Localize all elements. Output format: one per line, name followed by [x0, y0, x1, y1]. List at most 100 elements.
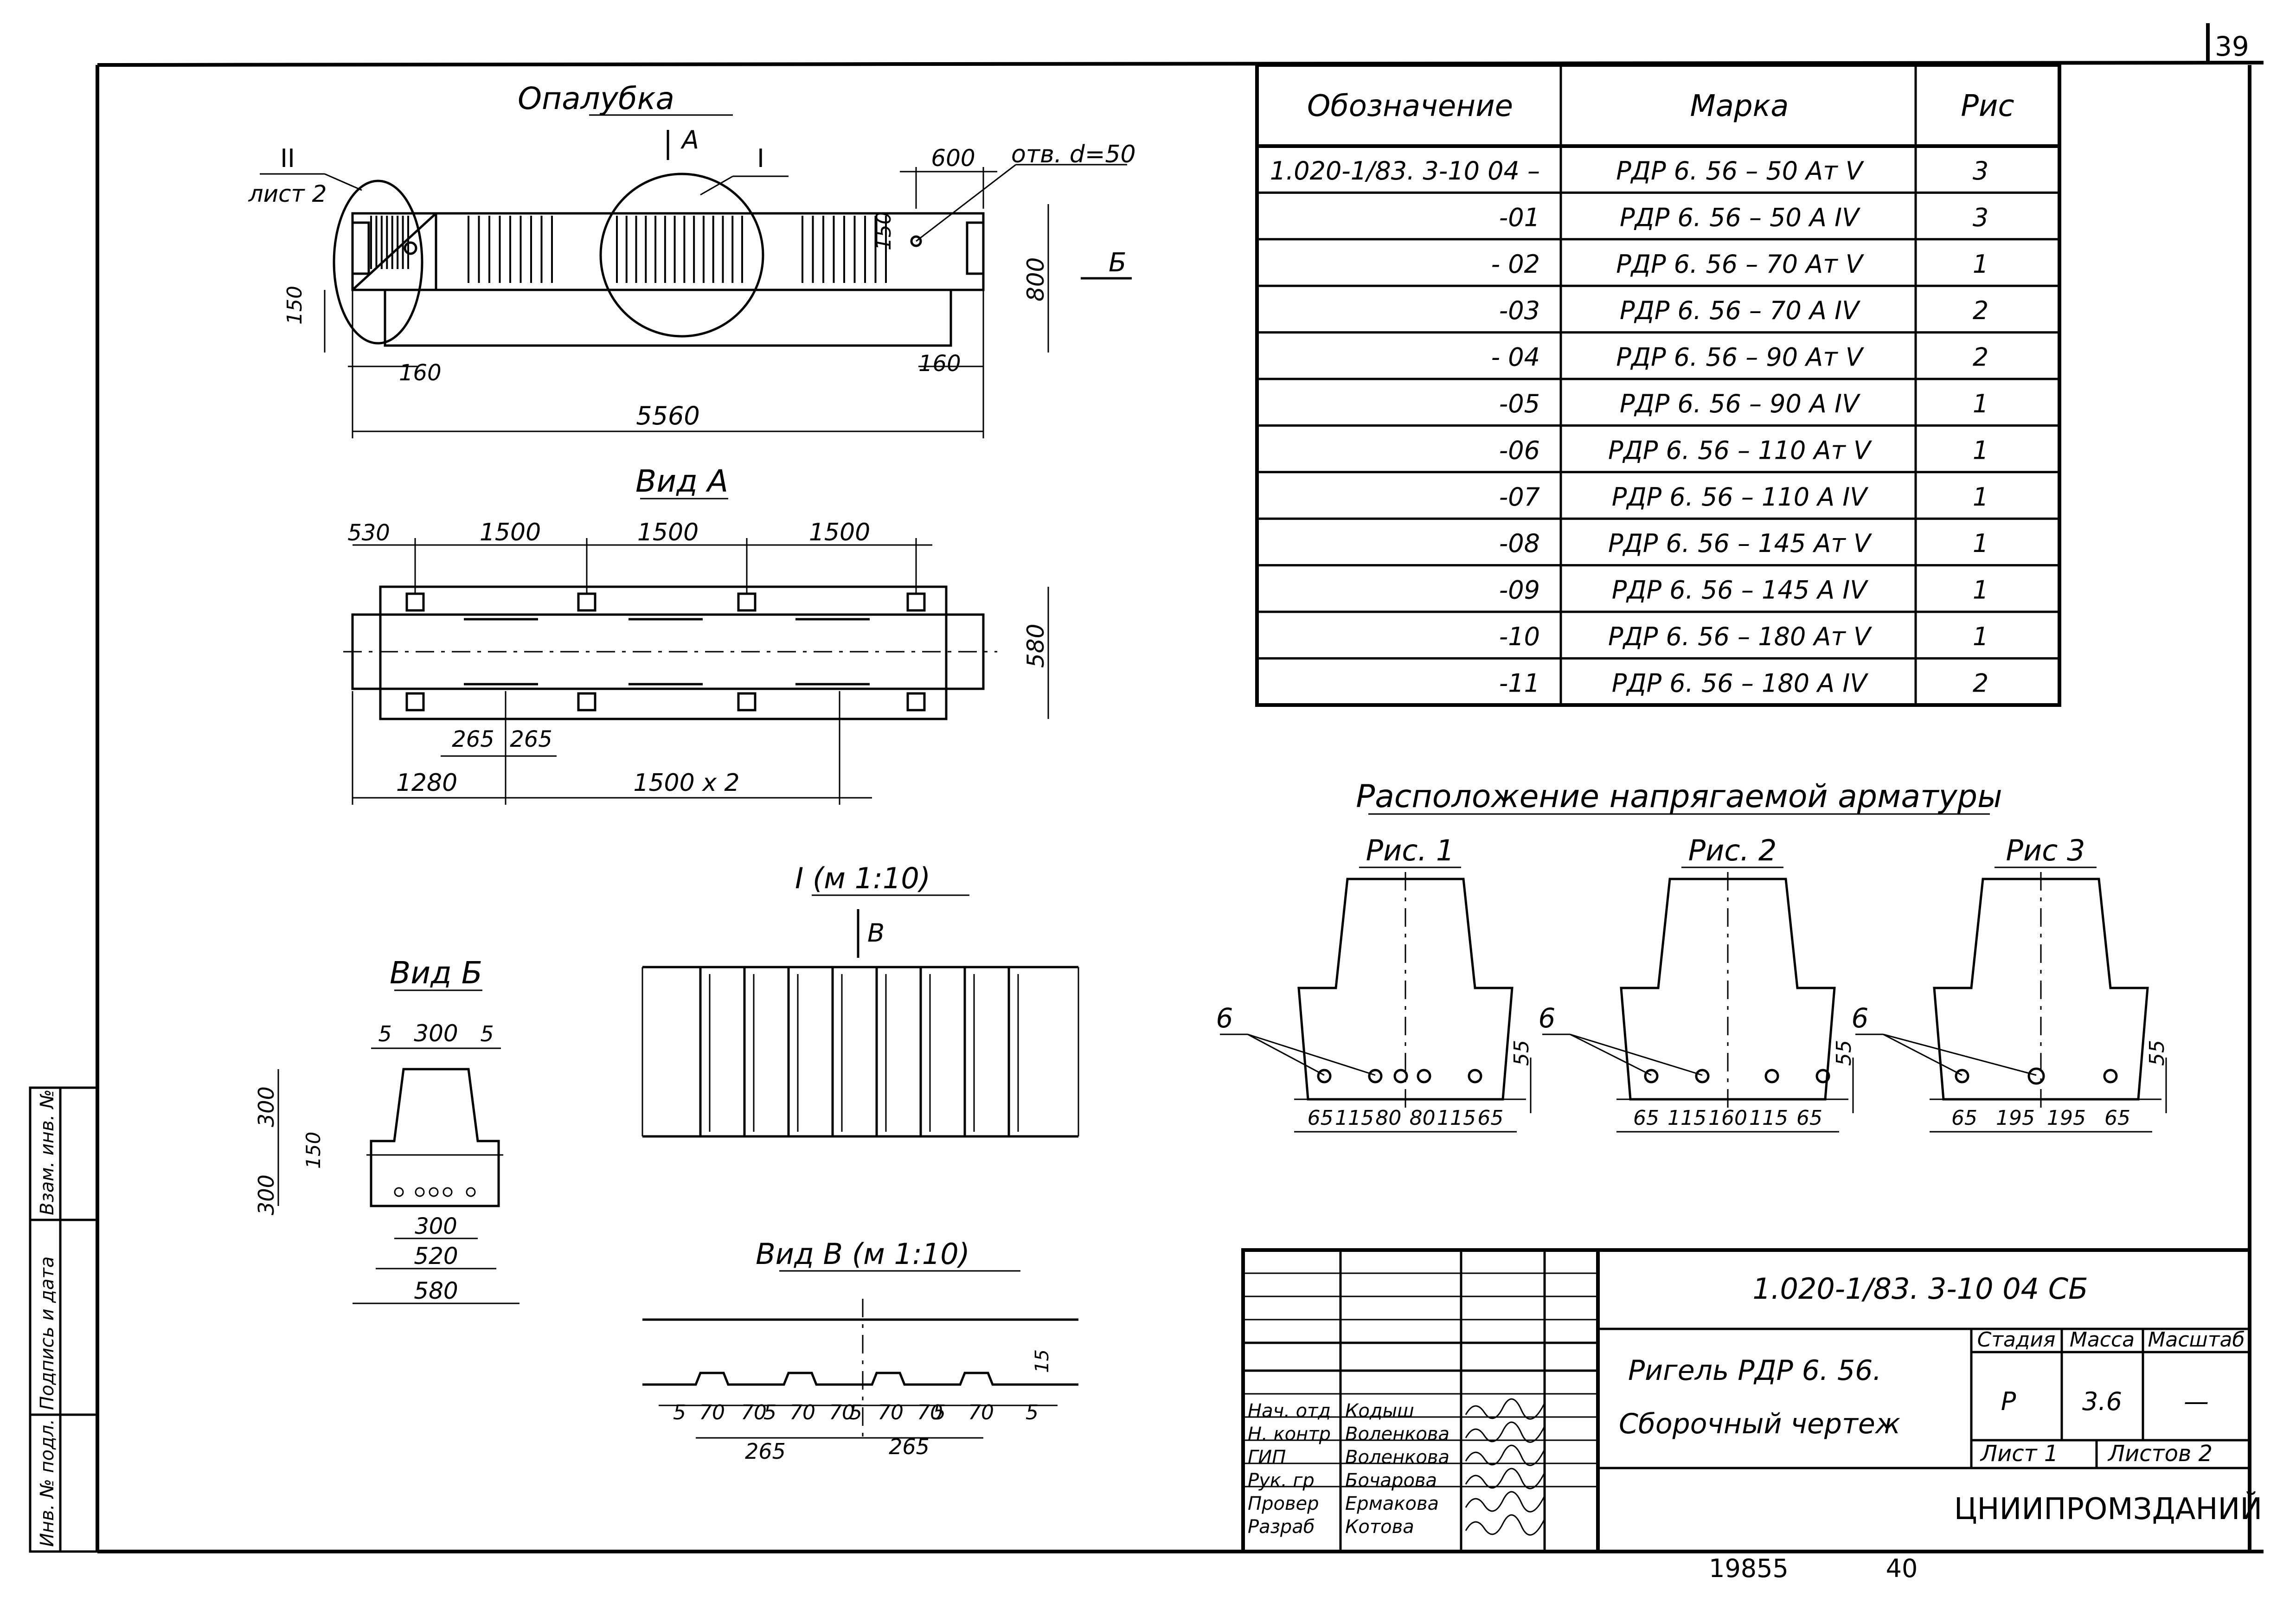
dim-600: 600	[931, 145, 975, 172]
rebar-layout: Расположение напрягаемой арматуры Рис. 1…	[1216, 778, 2169, 1133]
tendon	[1317, 1069, 1332, 1084]
rebar-spacing-dim: 115	[1667, 1106, 1706, 1130]
spec-row-fig: 3	[1973, 156, 1988, 186]
rebar-spacing-dim: 115	[1335, 1106, 1374, 1130]
spec-row-fig: 1	[1973, 622, 1988, 651]
spec-row-mark: РДР 6. 56 – 110 А IV	[1612, 482, 1869, 512]
tb-mass: 3.6	[2082, 1387, 2122, 1416]
dim-150-top: 150	[872, 212, 896, 250]
lifting-loop-top	[737, 592, 757, 612]
detail-I-title: I (м 1:10)	[795, 861, 930, 895]
dim-v-5: 5	[1026, 1401, 1039, 1424]
lifting-loop-bottom	[577, 692, 596, 712]
formwork-title: Опалубка	[518, 81, 674, 116]
dim-b-300-upper: 300	[254, 1086, 279, 1127]
rebar-spacing-dim: 65	[1796, 1106, 1822, 1130]
callout-I: I	[757, 144, 764, 173]
dim-1500-2: 1500	[637, 519, 699, 546]
rebar-fig-label: Рис. 1	[1366, 834, 1455, 867]
spec-row-designation: -03	[1499, 296, 1540, 325]
spec-table: Обозначение Марка Рис 1.020-1/83. 3-10 0…	[1255, 63, 2061, 707]
dim-v-15: 15	[1032, 1349, 1053, 1373]
dim-v-70: 70	[829, 1401, 855, 1424]
dim-5560: 5560	[636, 401, 699, 430]
footer-left: 19855	[1709, 1554, 1789, 1583]
view-a-title: Вид А	[635, 463, 728, 499]
callout-sheet-2: лист 2	[248, 180, 327, 207]
spec-row-designation: -05	[1499, 389, 1540, 418]
rebar-spacing-dim: 80	[1375, 1106, 1401, 1130]
dim-v-70: 70	[968, 1401, 994, 1424]
tendon	[1468, 1069, 1482, 1084]
signature	[1465, 1444, 1546, 1466]
lifting-loop-bottom	[906, 692, 926, 712]
tendon	[1815, 1069, 1830, 1084]
rebar-spacing-dim: 65	[2104, 1106, 2130, 1130]
tendon	[1955, 1069, 1969, 1084]
spec-row-mark: РДР 6. 56 – 110 Ат V	[1608, 436, 1873, 465]
dim-b-300-lower: 300	[254, 1174, 279, 1215]
dim-265-2: 265	[510, 726, 552, 752]
spec-row-mark: РДР 6. 56 – 70 Ат V	[1616, 250, 1865, 279]
sheet-number: 39	[2215, 31, 2249, 62]
tb-name: Воленкова	[1345, 1447, 1449, 1468]
dim-1500-1: 1500	[480, 519, 541, 546]
tb-role: Разраб	[1248, 1516, 1315, 1538]
view-a: Вид А 530 1500 1500 1500 580 265 265 128…	[343, 463, 1049, 805]
tb-role: Рук. гр	[1248, 1470, 1315, 1491]
dim-b-300-bottom: 300	[415, 1213, 457, 1239]
section-mark-B: Б	[1109, 248, 1126, 278]
tb-role: Нач. отд	[1248, 1400, 1331, 1422]
tb-stage-header: Стадия	[1977, 1328, 2056, 1352]
rebar-spacing-dim: 115	[1437, 1106, 1476, 1130]
tb-scale: —	[2184, 1387, 2209, 1416]
dim-b-150: 150	[302, 1132, 325, 1169]
tb-sheets: Листов 2	[2107, 1441, 2213, 1467]
tb-role: Н. контр	[1248, 1424, 1331, 1445]
tendon	[1644, 1069, 1659, 1084]
dim-580: 580	[1022, 624, 1049, 668]
tendon	[2103, 1069, 2118, 1084]
rebar-height-dim: 55	[2145, 1040, 2169, 1066]
rebar-title: Расположение напрягаемой арматуры	[1356, 778, 2002, 815]
tendon	[1764, 1069, 1779, 1084]
lifting-loop-top	[405, 592, 425, 612]
rebar-spacing-dim: 195	[2047, 1106, 2086, 1130]
spec-row-fig: 1	[1973, 250, 1988, 279]
tb-organization: ЦНИИПРОМЗДАНИЙ	[1954, 1491, 2263, 1526]
dim-160-left: 160	[399, 360, 442, 386]
spec-row-mark: РДР 6. 56 – 180 А IV	[1612, 668, 1869, 698]
footer-right: 40	[1886, 1554, 1918, 1583]
dim-160-right: 160	[918, 351, 961, 377]
spec-row-designation: - 04	[1491, 343, 1540, 372]
rebar-spacing-dim: 160	[1708, 1106, 1747, 1130]
view-b-title: Вид Б	[390, 955, 482, 991]
tb-scale-header: Масштаб	[2148, 1328, 2245, 1352]
tb-role: ГИП	[1248, 1447, 1286, 1468]
detail-I: I (м 1:10) В	[641, 861, 1079, 1138]
spec-row-designation: 1.020-1/83. 3-10 04 –	[1270, 156, 1540, 186]
dim-1280: 1280	[396, 769, 457, 797]
signature	[1465, 1398, 1546, 1420]
dim-b-5-right: 5	[480, 1021, 494, 1046]
spec-row-designation: -11	[1499, 668, 1540, 698]
signature	[1465, 1468, 1546, 1489]
spec-row-fig: 2	[1973, 296, 1988, 325]
signature	[1465, 1514, 1546, 1536]
dim-v-5: 5	[933, 1401, 946, 1424]
stamp-sign-date: Подпись и дата	[37, 1257, 58, 1410]
view-v-arrow-label: В	[867, 918, 885, 948]
spec-row-designation: -01	[1499, 203, 1540, 232]
view-v-title: Вид В (м 1:10)	[756, 1237, 970, 1271]
spec-row-mark: РДР 6. 56 – 90 Ат V	[1616, 343, 1865, 372]
dim-1500x2: 1500 х 2	[633, 769, 739, 797]
dim-v-5: 5	[763, 1401, 776, 1424]
rebar-height-dim: 55	[1510, 1040, 1533, 1066]
rebar-pos-mark: 6	[1852, 1002, 1869, 1034]
rebar-pos-mark: 6	[1539, 1002, 1556, 1034]
tb-name: Воленкова	[1345, 1424, 1449, 1445]
dim-1500-3: 1500	[809, 519, 870, 546]
rebar-spacing-dim: 195	[1996, 1106, 2035, 1130]
dim-v-5: 5	[849, 1401, 862, 1424]
